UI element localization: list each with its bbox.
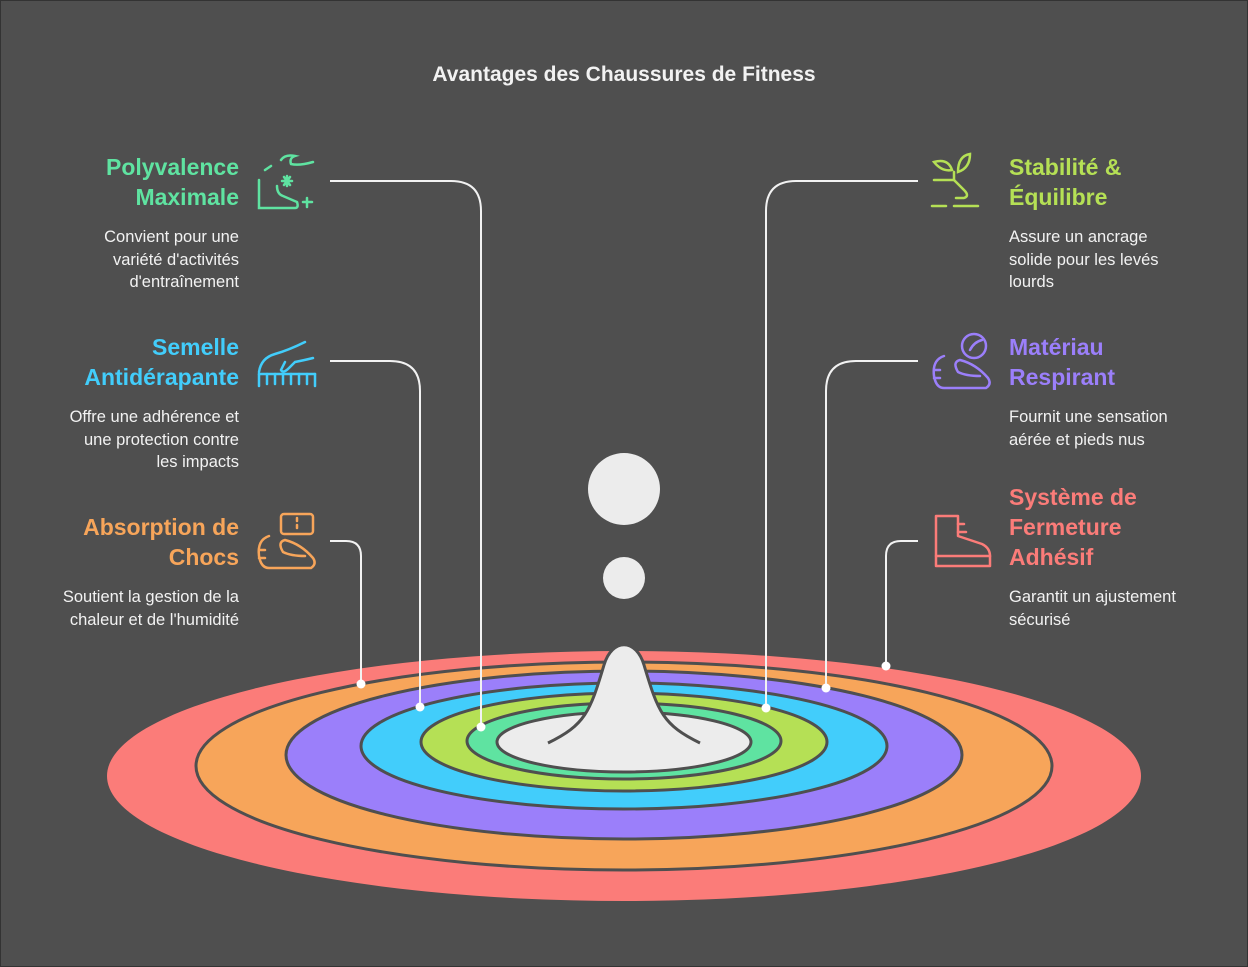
item-title: Respirant (1009, 364, 1116, 390)
connector-semelle (330, 360, 421, 707)
item-description: variété d'activités (112, 250, 239, 269)
connector-materiau (825, 360, 918, 688)
item-description: une protection contre (83, 430, 239, 449)
connector-stabilite (765, 180, 918, 708)
item-title: Adhésif (1009, 544, 1094, 570)
item-description: sécurisé (1009, 610, 1071, 629)
item-title: Système de (1009, 484, 1137, 510)
item-description: Garantit un ajustement (1009, 588, 1176, 606)
item-absorption: Absorption de Chocs Soutient la gestion d… (9, 512, 239, 631)
shoe-cushion-icon (257, 512, 316, 570)
item-description: lourds (1009, 273, 1054, 291)
item-title: Antidérapante (84, 364, 239, 390)
item-stabilite: Stabilité & Équilibre Assure un ancrage so… (1009, 152, 1239, 294)
boot-strap-icon (934, 514, 992, 568)
item-description: aérée et pieds nus (1009, 430, 1145, 449)
item-title: Chocs (168, 544, 239, 570)
water-drop-peak (548, 644, 700, 743)
item-description: Offre une adhérence et (69, 408, 239, 426)
item-description: Fournit une sensation (1009, 408, 1168, 426)
item-description: d'entraînement (129, 273, 239, 291)
item-description: solide pour les levés (1009, 250, 1159, 269)
item-description: Soutient la gestion de la (62, 588, 239, 606)
item-title: Semelle (152, 334, 239, 360)
hand-sole-icon (257, 340, 317, 388)
connector-absorption (330, 540, 362, 684)
breathable-shoe-icon (932, 332, 991, 390)
item-title: Maximale (135, 184, 239, 210)
foot-stars-icon (257, 154, 315, 210)
drop-small (603, 557, 645, 599)
item-title: Équilibre (1009, 184, 1108, 210)
item-title: Stabilité & (1009, 154, 1122, 180)
item-description: les impacts (156, 453, 239, 471)
item-description: Convient pour une (104, 228, 239, 246)
connector-polyvalence (330, 180, 482, 727)
item-title: Matériau (1009, 334, 1104, 360)
item-title: Absorption de (83, 514, 239, 540)
page-title: Avantages des Chaussures de Fitness (432, 63, 816, 86)
drop-large (588, 453, 660, 525)
plant-foot-icon (930, 152, 980, 208)
connector-systeme (885, 540, 918, 666)
item-title: Fermeture (1009, 514, 1122, 540)
item-description: Assure un ancrage (1009, 228, 1148, 246)
item-description: chaleur et de l'humidité (69, 610, 239, 629)
item-title: Polyvalence (106, 154, 239, 180)
